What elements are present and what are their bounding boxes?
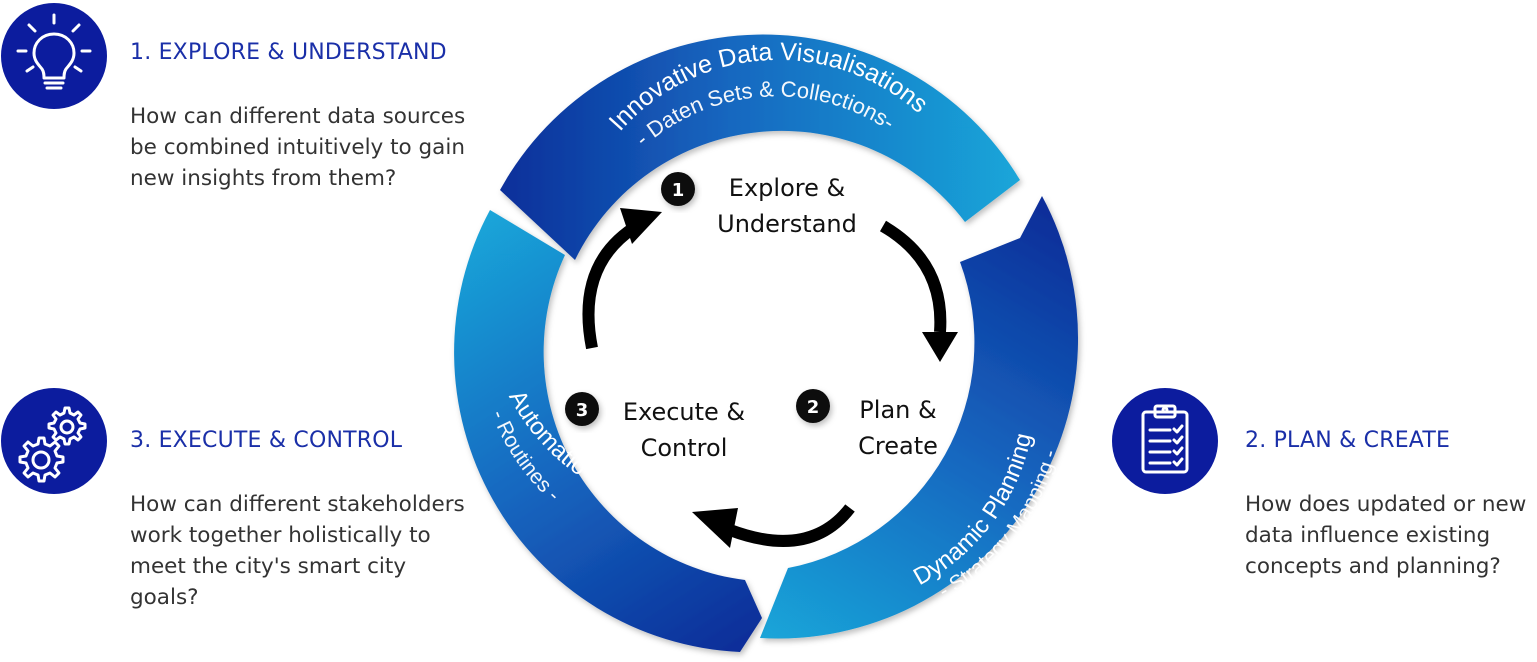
arrowhead-to-execute [692,508,738,548]
gears-icon [18,406,87,483]
execute-section-text: How can different stakeholders work toge… [130,492,465,610]
step-1-line2: Understand [717,210,857,238]
step-2-line1: Plan & [859,396,936,424]
step-2-line2: Create [858,432,938,460]
step-3-badge [565,392,599,426]
step-2-badge [796,389,830,423]
lightbulb-icon [16,13,92,90]
plan-icon-badge [1112,388,1218,494]
arrowhead-to-plan [922,332,958,362]
explore-icon-badge [1,3,107,109]
arrow-execute-to-explore [582,218,644,350]
execute-section-title: 3. EXECUTE & CONTROL [130,428,403,453]
plan-section-title: 2. PLAN & CREATE [1245,428,1451,453]
step-2-number: 2 [807,397,820,418]
plan-section-text: How does updated or new data influence e… [1245,492,1527,579]
arrowhead-to-explore [620,208,662,244]
ring-segment-left [454,210,762,652]
ring-segment-top [500,34,1020,260]
arrow-explore-to-plan [879,220,947,333]
inner-arrows [582,208,958,548]
explore-section-text: How can different data sources be combin… [130,104,466,191]
step-1-badge [661,172,695,206]
clipboard-checklist-icon [1141,404,1189,474]
arrow-plan-to-execute [727,504,855,547]
explore-section-title: 1. EXPLORE & UNDERSTAND [130,40,447,65]
execute-icon-badge [1,388,107,494]
step-3-line2: Control [641,434,728,462]
step-3-line1: Execute & [623,398,745,426]
ring-segment-right [760,196,1079,639]
step-1-number: 1 [672,180,685,201]
step-3-number: 3 [576,400,589,421]
step-1-line1: Explore & [729,174,845,202]
